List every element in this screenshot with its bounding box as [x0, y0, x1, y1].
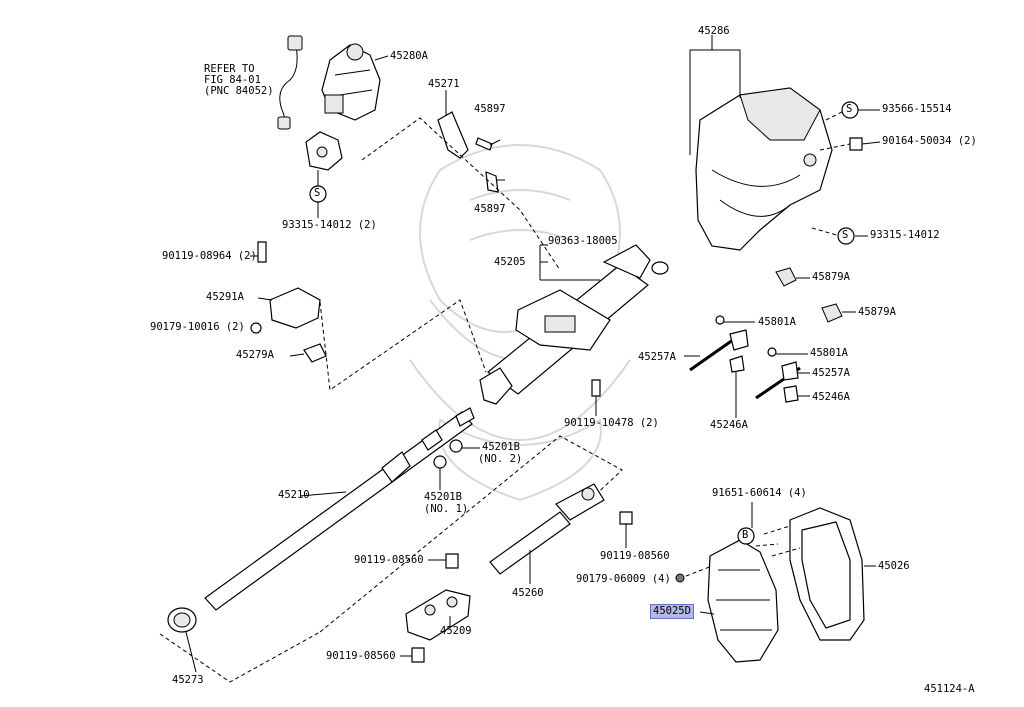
label-diagram-reference: 451124-A: [924, 683, 975, 695]
label-45279A: 45279A: [236, 349, 274, 361]
label-93566-15514: 93566-15514: [882, 103, 952, 115]
label-45201B-no1-part: 45201B: [424, 491, 462, 503]
clip-45879A-1: [775, 267, 797, 287]
label-90119-08560-c: 90119-08560: [326, 650, 396, 662]
label-45201B-no1-sub: (NO. 1): [424, 503, 469, 515]
label-45205: 45205: [494, 256, 526, 268]
label-45201B-no2-part: 45201B: [482, 441, 520, 453]
label-90119-08964: 90119-08964 (2): [162, 250, 257, 262]
s-symbol-1: S: [314, 187, 321, 199]
bolt-90119-10478: [591, 379, 601, 397]
s-symbol-circle-1: [309, 185, 327, 203]
screw-90164: [849, 137, 863, 151]
label-45273: 45273: [172, 674, 204, 686]
tilt-lever-set-2: [755, 347, 810, 403]
dash-90164: [819, 143, 851, 151]
dash-93315: [811, 227, 841, 237]
label-45271: 45271: [428, 78, 460, 90]
label-93315-14012-2: 93315-14012 (2): [282, 219, 377, 231]
dash-91651: [755, 525, 801, 557]
intermediate-shaft-45260: [489, 483, 605, 575]
label-90119-10478: 90119-10478 (2): [564, 417, 659, 429]
boot-45025D: [707, 539, 779, 663]
label-45286: 45286: [698, 25, 730, 37]
main-shaft-45210: [204, 407, 475, 611]
bolt-90119-08560-a: [619, 511, 633, 525]
assembly-dash-left: [319, 299, 487, 391]
bushing-45201B-no2: [449, 439, 463, 453]
bolt-90119-08560-c: [411, 647, 425, 663]
ignition-switch-wire: [277, 35, 303, 130]
s-symbol-3: S: [842, 229, 849, 241]
label-45257A-2: 45257A: [812, 367, 850, 379]
b-symbol-circle: [737, 527, 755, 545]
label-45897-upper: 45897: [474, 103, 506, 115]
s-symbol-circle-2: [841, 101, 859, 119]
bolt-45897-lower: [485, 171, 505, 193]
clip-45879A-2: [821, 303, 843, 323]
bolt-90119-08964: [257, 241, 267, 263]
label-45246A-1: 45246A: [710, 419, 748, 431]
label-90179-06009: 90179-06009 (4): [576, 573, 671, 585]
label-45801A-1: 45801A: [758, 316, 796, 328]
label-45291A: 45291A: [206, 291, 244, 303]
bracket-45291A: [269, 287, 321, 329]
label-45801A-2: 45801A: [810, 347, 848, 359]
label-refer-1: REFER TO: [204, 63, 255, 75]
label-90119-08560-a: 90119-08560: [600, 550, 670, 562]
label-45201B-no2-sub: (NO. 2): [478, 453, 523, 465]
tilt-lever-set-1: [689, 315, 755, 418]
gear-45273: [167, 607, 197, 633]
s-symbol-circle-3: [837, 227, 855, 245]
assembly-dash-upper: [361, 117, 561, 271]
dash-90179-06009: [685, 565, 713, 577]
bracket-45286: [689, 35, 741, 155]
label-45257A-1: 45257A: [638, 351, 676, 363]
dash-93566: [825, 109, 847, 121]
label-45260: 45260: [512, 587, 544, 599]
label-45210: 45210: [278, 489, 310, 501]
nut-90179-10016: [250, 322, 262, 334]
assembly-dash-lower: [159, 435, 623, 683]
bolt-90119-08560-b: [445, 553, 459, 569]
lock-housing-cover: [305, 131, 343, 171]
boot-45026: [789, 507, 865, 641]
steering-column-tube-45205: [479, 244, 669, 405]
bracket-45279A: [303, 343, 327, 363]
column-cover-45286: [695, 87, 833, 251]
label-93315-14012: 93315-14012: [870, 229, 940, 241]
universal-joint-45209: [405, 589, 471, 641]
bushing-45201B-no1: [433, 455, 447, 469]
key-lock-bracket-45271: [437, 90, 469, 159]
label-90179-10016: 90179-10016 (2): [150, 321, 245, 333]
label-90119-08560-b: 90119-08560: [354, 554, 424, 566]
label-45026: 45026: [878, 560, 910, 572]
label-90164-50034: 90164-50034 (2): [882, 135, 977, 147]
label-91651-60614: 91651-60614 (4): [712, 487, 807, 499]
b-symbol: B: [742, 529, 749, 541]
label-45897-lower: 45897: [474, 203, 506, 215]
bracket-45205: [539, 244, 600, 281]
label-90363-18005: 90363-18005: [548, 235, 618, 247]
label-45209: 45209: [440, 625, 472, 637]
lock-cylinder-housing: [321, 43, 389, 121]
label-45280A: 45280A: [390, 50, 428, 62]
bolt-45897-upper: [475, 137, 501, 151]
label-45879A-2: 45879A: [858, 306, 896, 318]
label-refer-3: (PNC 84052): [204, 85, 274, 97]
label-45025D-highlighted[interactable]: 45025D: [650, 604, 694, 619]
label-45879A-1: 45879A: [812, 271, 850, 283]
label-refer-2: FIG 84-01: [204, 74, 261, 86]
label-45246A-2: 45246A: [812, 391, 850, 403]
s-symbol-2: S: [846, 103, 853, 115]
nut-90179-06009: [675, 573, 685, 583]
